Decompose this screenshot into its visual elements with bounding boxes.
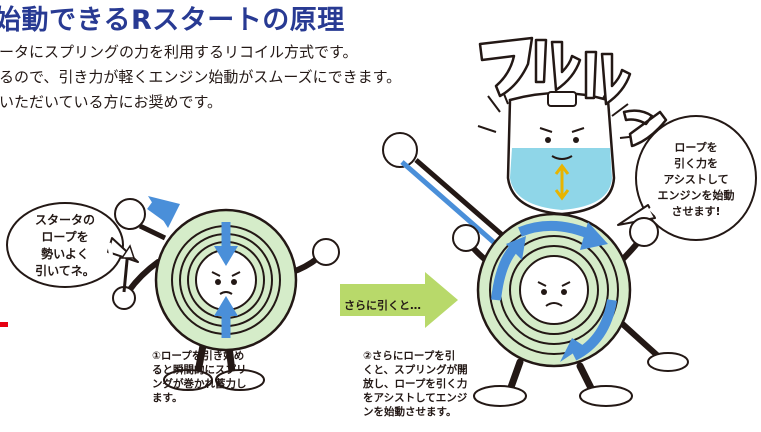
caption-1-line-2: ると瞬間的にスプリ	[152, 364, 247, 376]
caption-2-line-2: くと、スプリングが開	[363, 364, 468, 376]
bubble-right-line-2: 引く力を	[674, 157, 718, 170]
caption-step-2: ②さらにロープを引 くと、スプリングが開 放し、ロープを引く力 をアシストしてエ…	[363, 349, 468, 419]
bubble-left-line-1: スタータの	[34, 213, 95, 227]
intro-line-1: ータにスプリングの力を利用するリコイル方式です。	[0, 43, 358, 61]
bubble-left-line-2: ロープを	[41, 230, 89, 244]
intro-text: ータにスプリングの力を利用するリコイル方式です。 るので、引き力が軽くエンジン始…	[0, 40, 401, 115]
speech-bubble-left-text: スタータの ロープを 勢いよく 引いてネ。	[20, 212, 110, 280]
bubble-left-line-3: 勢いよく	[41, 247, 89, 261]
bubble-left-line-4: 引いてネ。	[35, 264, 95, 278]
intro-line-2: るので、引き力が軽くエンジン始動がスムーズにできます。	[0, 68, 402, 86]
transition-arrow-label: さらに引くと…	[344, 299, 421, 312]
caption-1-line-1: ①ロープを引き始め	[152, 350, 245, 362]
caption-1-line-4: ます。	[152, 392, 183, 404]
caption-2-line-4: をアシストしてエンジ	[363, 392, 468, 404]
sound-effect-lettering	[478, 36, 668, 148]
spring-character-left	[112, 196, 340, 391]
red-marker	[0, 322, 8, 327]
intro-line-3: いただいている方にお奨めです。	[0, 93, 223, 111]
bubble-right-line-3: アシストして	[663, 173, 729, 186]
transition-arrow	[340, 272, 458, 328]
engine-character	[477, 83, 639, 216]
speech-bubble-right-text: ロープを 引く力を アシストして エンジンを始動 させます!	[640, 140, 752, 220]
speech-bubble-left	[6, 202, 139, 288]
bubble-right-line-1: ロープを	[674, 141, 718, 154]
spring-character-right	[382, 132, 689, 407]
bubble-right-line-5: させます!	[671, 205, 721, 218]
caption-2-line-1: ②さらにロープを引	[363, 350, 456, 362]
caption-step-1: ①ロープを引き始め ると瞬間的にスプリ ングが巻かれ蓄力し ます。	[152, 349, 247, 405]
page-title: 始動できるRスタートの原理	[0, 5, 345, 36]
bubble-right-line-4: エンジンを始動	[657, 189, 735, 202]
speech-bubble-right	[617, 115, 757, 241]
caption-1-line-3: ングが巻かれ蓄力し	[152, 378, 247, 390]
caption-2-line-3: 放し、ロープを引く力	[363, 378, 468, 390]
caption-2-line-5: ンを始動させます。	[363, 406, 457, 418]
